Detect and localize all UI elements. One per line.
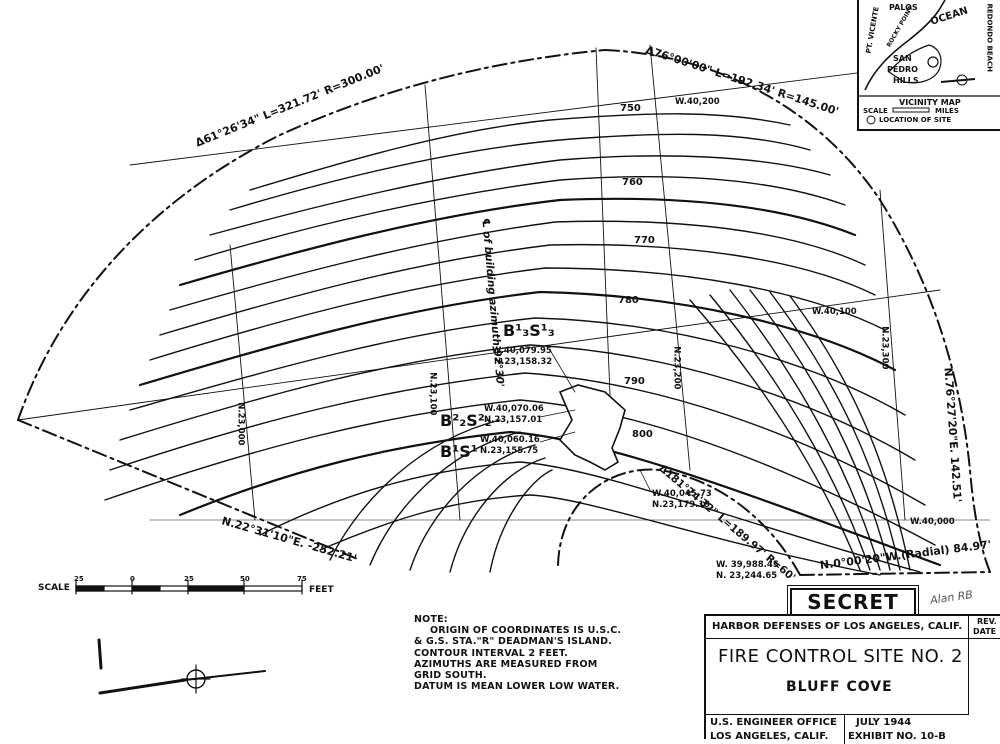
point-inner-w: W.40,045.73 — [652, 489, 712, 499]
title-exhibit: EXHIBIT NO. 10-B — [848, 731, 946, 742]
contour-label-800: 800 — [632, 429, 653, 440]
grid-label-n23200: N.23,200 — [671, 346, 682, 390]
point-inner-n: N.23,179.19 — [652, 500, 711, 510]
title-date: JULY 1944 — [856, 717, 912, 728]
vicinity-map-inset: PT. VICENTE PALOS ROCKY POINT OCEAN REDO… — [857, 0, 1000, 131]
contour-label-790: 790 — [624, 376, 645, 387]
vicinity-location-legend: LOCATION OF SITE — [879, 116, 952, 124]
contour-label-760: 760 — [622, 177, 643, 188]
drawing-subtitle: BLUFF COVE — [786, 679, 893, 695]
title-office-line1: U.S. ENGINEER OFFICE — [710, 717, 837, 728]
title-office-line2: LOS ANGELES, CALIF. — [710, 731, 829, 742]
point-corner-w: W. 39,988.45 — [716, 560, 779, 570]
note-block: NOTE: ORIGIN OF COORDINATES IS U.S.C. & … — [414, 614, 621, 692]
station-b1s1-upper-n: N.23,158.32 — [494, 357, 553, 367]
scale-bar — [75, 579, 303, 595]
station-b1s1-upper-w: W.40,079.95 — [492, 346, 552, 356]
station-b1s1: B¹S¹ — [440, 442, 478, 461]
title-rev-label: REV. — [977, 617, 997, 626]
grid-label-n23300: N.23,300 — [879, 326, 890, 370]
vicinity-scale-label: SCALE — [863, 107, 888, 115]
vicinity-label-san: SAN — [893, 54, 912, 63]
grid-label-n23000: N.23,000 — [235, 402, 246, 446]
inner-curve-arc — [557, 468, 801, 576]
vicinity-label-hills: HILLS — [893, 76, 919, 85]
scale-label: SCALE — [38, 583, 70, 593]
vicinity-label-pedro: PEDRO — [887, 65, 918, 74]
vicinity-label-redondo-beach: REDONDO BEACH — [985, 3, 994, 73]
scale-tick-0: 0 — [130, 575, 135, 583]
note-line-3: CONTOUR INTERVAL 2 FEET. — [414, 647, 568, 659]
note-line-6: DATUM IS MEAN LOWER LOW WATER. — [414, 681, 620, 693]
site-boundary-arc-right — [604, 49, 991, 573]
note-line-5: GRID SOUTH. — [414, 670, 487, 682]
drawing-title: FIRE CONTROL SITE NO. 2 — [718, 646, 964, 667]
note-line-2: & G.S. STA."R" DEADMAN'S ISLAND. — [414, 636, 613, 648]
north-arrow — [97, 638, 266, 695]
title-date-label: DATE — [973, 627, 997, 636]
grid-label-n23100: N.23,100 — [427, 372, 438, 416]
site-boundary-arc-left — [17, 49, 606, 421]
grid-label-w40200: W.40,200 — [675, 97, 720, 107]
site-boundary-bottom-right — [799, 571, 991, 576]
title-agency: HARBOR DEFENSES OF LOS ANGELES, CALIF. — [712, 621, 963, 632]
contour-label-770: 770 — [634, 235, 655, 246]
note-heading: NOTE: — [414, 614, 448, 625]
station-b2s2: B²₂S²₂ — [440, 411, 492, 430]
station-b2s2-w: W.40,070.06 — [484, 404, 544, 414]
grid-label-w40000: W.40,000 — [910, 517, 955, 527]
station-b1s1-w: W.40,060.16 — [480, 435, 540, 445]
secret-stamp: SECRET — [787, 585, 919, 619]
scale-tick-25-left: 25 — [74, 575, 84, 583]
grid-label-w40100: W.40,100 — [812, 307, 857, 317]
vicinity-map-drawing — [859, 0, 1000, 125]
note-line-1: ORIGIN OF COORDINATES IS U.S.C. — [430, 625, 622, 637]
vicinity-label-palos: PALOS — [889, 3, 918, 12]
contour-label-780: 780 — [618, 295, 639, 306]
note-line-4: AZIMUTHS ARE MEASURED FROM — [414, 658, 598, 670]
title-block: HARBOR DEFENSES OF LOS ANGELES, CALIF. R… — [704, 614, 1000, 744]
scale-unit: FEET — [309, 585, 334, 595]
contour-lines — [104, 113, 942, 576]
contour-label-750: 750 — [620, 103, 641, 114]
scale-tick-50: 50 — [240, 575, 250, 583]
station-b1s1-n: N.23,155.75 — [480, 446, 539, 456]
scale-tick-25: 25 — [184, 575, 194, 583]
point-corner-n: N. 23,244.65 — [716, 571, 778, 581]
scale-tick-75: 75 — [297, 575, 307, 583]
vicinity-scale-unit: MILES — [935, 107, 959, 115]
building-footprint — [558, 384, 626, 471]
vicinity-map-title: VICINITY MAP — [899, 98, 961, 107]
site-boundary-bottom-left — [17, 419, 361, 561]
station-b2s2-n: N.23,157.01 — [484, 415, 543, 425]
station-b1s1-upper: B¹₃S¹₃ — [503, 321, 555, 340]
